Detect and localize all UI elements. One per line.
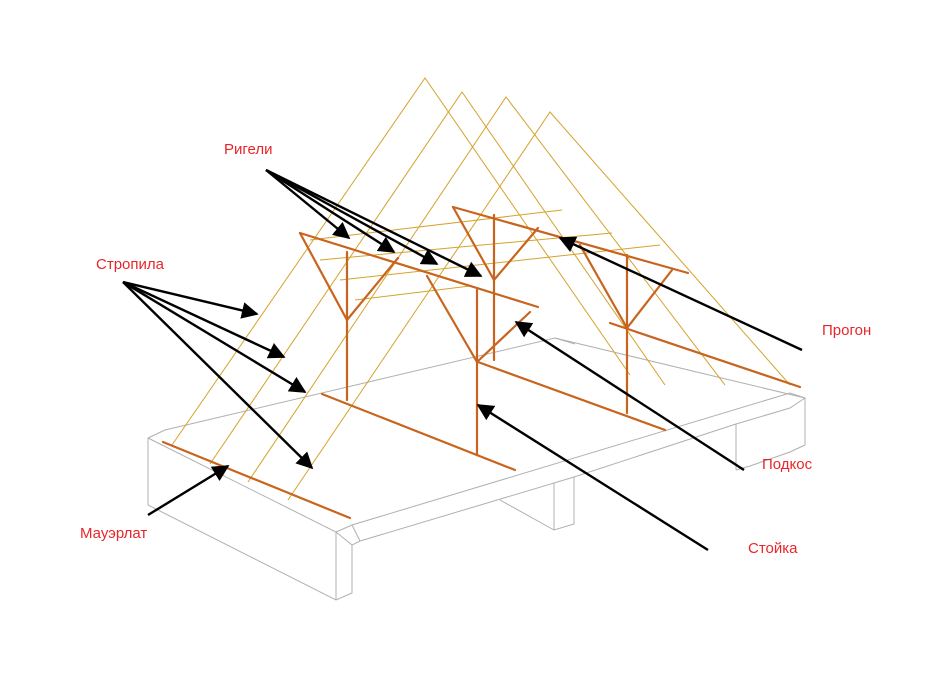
arrow-stropila-4 xyxy=(122,281,314,470)
arrow-mauerlat xyxy=(147,464,230,517)
label-stoika: Стойка xyxy=(748,540,798,557)
arrow-podkos xyxy=(514,320,745,472)
rafters xyxy=(171,77,791,501)
back-strut-left xyxy=(451,205,540,282)
arrow-stoika xyxy=(476,403,709,552)
arrow-stropila-3 xyxy=(122,280,307,394)
front-sill xyxy=(320,392,517,472)
mauerlat-beam xyxy=(161,440,352,520)
label-rigeli: Ригели xyxy=(224,141,273,158)
back-sill xyxy=(476,360,667,432)
label-mauerlat: Мауэрлат xyxy=(80,525,148,542)
arrow-rigeli-3 xyxy=(265,168,439,266)
back-purlin xyxy=(451,205,690,275)
timber-structure xyxy=(161,205,802,520)
arrow-stropila-2 xyxy=(122,280,286,359)
arrow-rigeli-2 xyxy=(265,168,396,254)
arrow-progon xyxy=(558,236,803,352)
arrow-rigeli-4 xyxy=(265,168,483,278)
arrow-stropila-1 xyxy=(122,280,259,319)
label-stropila: Стропила xyxy=(96,256,164,273)
label-progon: Прогон xyxy=(822,322,872,339)
front-strut-left xyxy=(298,231,400,322)
label-podkos: Подкос xyxy=(762,456,813,473)
floor-slab xyxy=(147,337,806,601)
callout-arrows xyxy=(122,168,803,552)
arrow-rigeli-1 xyxy=(265,169,351,240)
front-purlin xyxy=(298,231,540,309)
ridge-run xyxy=(608,321,802,389)
